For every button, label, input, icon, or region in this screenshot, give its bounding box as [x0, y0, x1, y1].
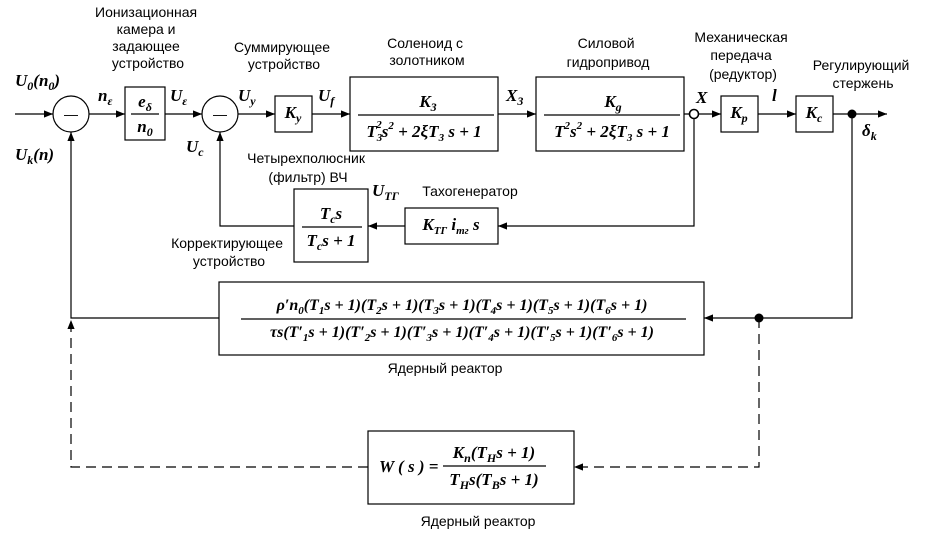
branch-point-output: [847, 109, 857, 119]
signal-utg: UTГ: [372, 181, 400, 203]
caption-hydro: Силовой гидропривод: [567, 35, 650, 70]
svg-text:n0: n0: [137, 117, 152, 139]
wire-filter-to-sum2: [216, 132, 294, 227]
caption-summing: Суммирующее устройство: [234, 39, 334, 72]
caption-reactor-2: Ядерный реактор: [421, 513, 536, 529]
wire-x-to-tacho: [498, 114, 695, 230]
signal-x: X: [695, 88, 708, 107]
svg-text:Kp: Kp: [729, 103, 747, 125]
svg-text:Kn(THs + 1): Kn(THs + 1): [452, 443, 535, 465]
block-reactor-simplified: W ( s ) = Kn(THs + 1) THs(TBs + 1): [367, 430, 575, 505]
signal-u0: U0(n0): [15, 71, 60, 93]
svg-text:W ( s ) =: W ( s ) =: [379, 457, 438, 476]
block-kp: Kp: [720, 95, 759, 133]
wire-dashed-to-w: [574, 318, 760, 471]
svg-text:τs(T′1s + 1)(T′2s + 1)(T′3s +: τs(T′1s + 1)(T′2s + 1)(T′3s + 1)(T′4s + …: [270, 324, 654, 344]
wire-dashed-w-to-sum1: [67, 320, 368, 468]
svg-text:KTГ iтг s: KTГ iтг s: [421, 215, 480, 237]
caption-filter: Четырехполюсник (фильтр) ВЧ: [247, 150, 369, 185]
svg-text:ρ′n0(T1s + 1)(T2s + 1)(T3s + 1: ρ′n0(T1s + 1)(T2s + 1)(T3s + 1)(T4s + 1)…: [276, 297, 648, 317]
summing-junction-1: —: [52, 95, 90, 133]
svg-text:T2s2 + 2ξT3 s + 1: T2s2 + 2ξT3 s + 1: [554, 120, 670, 144]
signal-uy: Uy: [238, 86, 256, 108]
wire-reactor-to-sum1: [67, 132, 219, 319]
signal-x3: X3: [505, 86, 523, 108]
signal-uk: Uk(n): [15, 145, 54, 167]
block-kc: Kc: [795, 95, 834, 133]
caption-rod: Регулирующий стержень: [813, 57, 913, 91]
svg-text:—: —: [64, 106, 78, 122]
block-ky: Ky: [274, 95, 313, 133]
svg-text:Kc: Kc: [805, 103, 823, 125]
svg-text:Tcs + 1: Tcs + 1: [306, 231, 355, 253]
svg-text:—: —: [213, 106, 227, 122]
signal-l: l: [772, 86, 777, 105]
svg-text:Ky: Ky: [284, 103, 302, 125]
signal-u-epsilon: Uε: [170, 86, 187, 108]
block-hydro-drive: Kg T2s2 + 2ξT3 s + 1: [535, 76, 685, 152]
svg-text:eδ: eδ: [138, 92, 152, 114]
caption-mech: Механическая передача (редуктор): [694, 29, 791, 82]
signal-n-epsilon: nε: [98, 86, 112, 108]
signal-uc: Uc: [186, 137, 204, 159]
block-nuclear-reactor: ρ′n0(T1s + 1)(T2s + 1)(T3s + 1)(T4s + 1)…: [218, 281, 705, 356]
svg-text:Tcs: Tcs: [320, 204, 343, 226]
caption-ionization: Ионизационная камера и задающее устройст…: [95, 4, 201, 71]
signal-delta-k: δk: [862, 121, 877, 143]
branch-point-reactor: [754, 313, 764, 323]
caption-reactor-1: Ядерный реактор: [388, 360, 503, 376]
block-filter: Tcs Tcs + 1: [293, 188, 369, 263]
branch-point-x: [688, 108, 700, 120]
caption-solenoid: Соленоид с золотником: [387, 35, 467, 68]
caption-tacho: Тахогенератор: [422, 183, 518, 199]
block-tachogenerator: KTГ iтг s: [404, 207, 499, 245]
block-solenoid: K3 T32s2 + 2ξT3 s + 1: [349, 76, 499, 152]
svg-text:Kg: Kg: [603, 92, 621, 114]
svg-text:K3: K3: [418, 92, 436, 114]
svg-text:T32s2 + 2ξT3 s + 1: T32s2 + 2ξT3 s + 1: [366, 119, 481, 144]
signal-uf: Uf: [318, 86, 335, 108]
block-ionization-gain: eδ n0: [124, 86, 166, 141]
caption-corrector: Корректирующее устройство: [171, 235, 287, 269]
wire-output-to-reactor: [704, 114, 853, 322]
svg-text:THs(TBs + 1): THs(TBs + 1): [449, 470, 538, 492]
summing-junction-2: —: [201, 95, 239, 133]
